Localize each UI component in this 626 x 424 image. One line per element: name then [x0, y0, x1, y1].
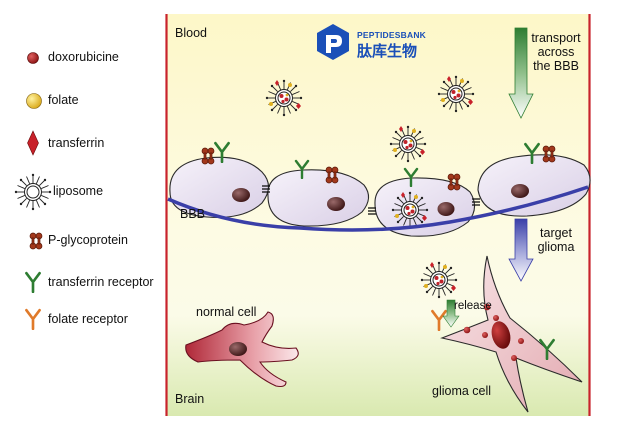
target-label: target — [540, 226, 572, 240]
target-arrow — [508, 218, 534, 282]
liposome-icon — [14, 173, 52, 211]
release-label: release — [454, 300, 492, 312]
folate-icon — [26, 93, 42, 109]
legend — [14, 52, 52, 330]
endothelial-cell — [477, 154, 591, 217]
bbb-label: BBB — [180, 207, 206, 221]
p-glycoprotein-icon — [29, 232, 43, 250]
watermark-brand: PEPTIDESBANK — [357, 30, 426, 40]
liposome-icon — [266, 80, 302, 116]
release-arrow — [442, 299, 460, 328]
glioma-cell — [440, 255, 583, 413]
legend-label: transferrin receptor — [48, 275, 154, 289]
legend-label: transferrin — [48, 136, 105, 150]
transport-label: across — [537, 45, 575, 59]
normal-cell — [185, 311, 299, 388]
watermark-brand-cn: 肽库生物 — [357, 43, 418, 60]
brain-label: Brain — [175, 392, 205, 406]
legend-label: P-glycoprotein — [48, 233, 128, 247]
liposome-icon — [438, 76, 474, 112]
liposome-icon — [421, 262, 457, 298]
nucleus — [232, 188, 250, 202]
transport-label: the BBB — [533, 59, 579, 73]
normal-cell-label: normal cell — [196, 305, 257, 319]
target-label: glioma — [537, 240, 575, 254]
transferrin-receptor-icon — [25, 271, 41, 293]
watermark-logo — [317, 24, 349, 60]
transport-arrow — [508, 27, 534, 119]
legend-label: liposome — [53, 184, 104, 198]
nucleus — [437, 202, 455, 216]
hexagon-logo-icon — [317, 24, 349, 60]
glioma-cell-label: glioma cell — [432, 384, 492, 398]
liposome-icon — [392, 192, 428, 228]
nucleus — [511, 184, 529, 198]
transport-label: transport — [531, 31, 581, 45]
nucleus — [327, 197, 345, 211]
blood-label: Blood — [175, 26, 207, 40]
doxorubicine-icon — [27, 52, 39, 64]
legend-label: folate — [48, 93, 79, 107]
legend-label: doxorubicine — [48, 50, 119, 64]
endothelial-cell — [267, 169, 370, 227]
bbb-membrane — [167, 185, 589, 232]
legend-label: folate receptor — [48, 312, 128, 326]
folate-receptor-icon — [25, 308, 41, 330]
transferrin-icon — [27, 130, 39, 156]
liposome-icon — [390, 126, 426, 162]
